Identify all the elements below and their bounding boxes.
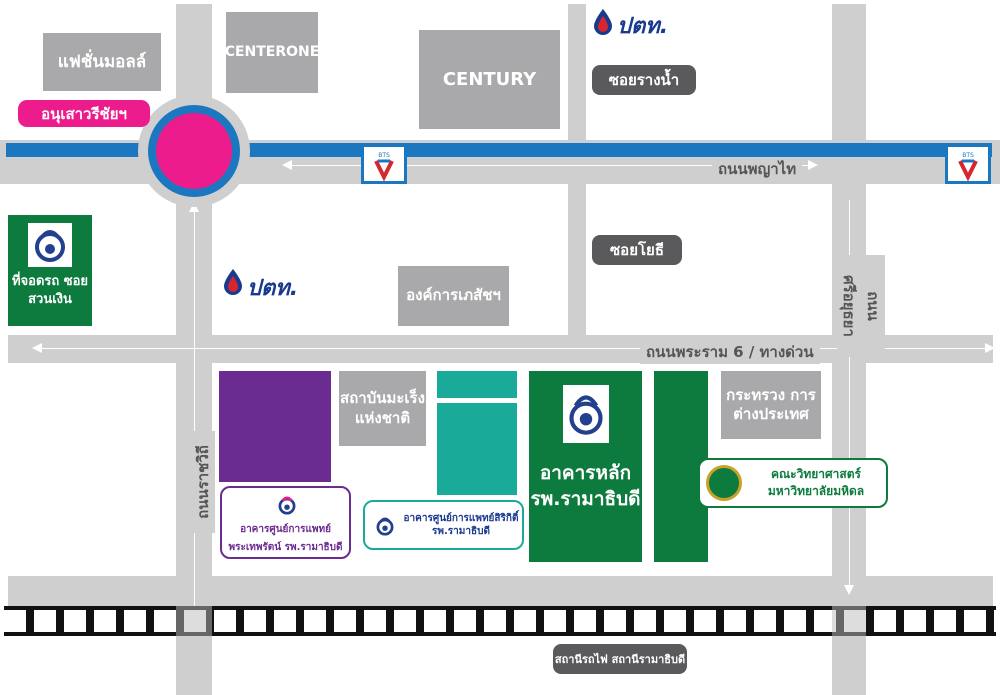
svg-text:BTS: BTS: [962, 152, 974, 159]
road-label-sri-ayutthaya: ถนนศรีอยุธยา: [837, 255, 885, 357]
road-label-rama6: ถนนพระราม 6 / ทางด่วน: [640, 340, 820, 364]
soi-rangnam-road: [568, 4, 586, 140]
svg-text:BTS: BTS: [378, 152, 390, 159]
rail-crossing-left: [176, 606, 212, 636]
century-block: CENTURY: [419, 30, 560, 129]
debaratana-center-callout: อาคารศูนย์การแพทย์ พระเทพรัตน์ รพ.รามาธิ…: [220, 486, 351, 559]
ptt-logo-text: ปตท.: [617, 14, 669, 39]
railway: [4, 606, 996, 636]
main-building-label: อาคารหลัก รพ.รามาธิบดี: [530, 462, 641, 510]
parking-label: ที่จอดรถ ซอยสวนเงิน: [11, 274, 89, 308]
main-building: อาคารหลัก รพ.รามาธิบดี: [529, 371, 642, 562]
train-station-label: สถานีรถไฟ สถานีรามาธิบดี: [553, 644, 687, 674]
victory-monument-circle: [156, 113, 232, 189]
parking-block: ที่จอดรถ ซอยสวนเงิน: [8, 215, 92, 326]
phayathai-arrow-left: [282, 160, 292, 170]
road-label-ratchawithi: ถนนราชวิถี: [191, 431, 215, 533]
rail-crossing-right: [832, 606, 866, 636]
hospital-logo-icon: [563, 385, 609, 443]
bts-line: [6, 143, 992, 157]
sri-ayutthaya-arrow-down: [844, 585, 854, 595]
bts-station-icon: BTS: [361, 144, 407, 184]
phayathai-arrow: [290, 165, 810, 166]
ratchawithi-arrow: [194, 210, 195, 610]
cancer-institute-block: สถาบันมะเร็ง แห่งชาติ: [339, 371, 426, 446]
gpo-block: องค์การเภสัชฯ: [398, 266, 509, 326]
ptt-logo-icon: [592, 8, 614, 36]
debaratana-center-label-2: พระเทพรัตน์ รพ.รามาธิบดี: [228, 542, 343, 553]
mofa-block: กระทรวง การต่างประเทศ: [721, 371, 821, 439]
sirikit-center-building: [437, 403, 517, 495]
road-rama6: [8, 335, 993, 363]
ptt-logo-icon: [222, 268, 244, 296]
rama6-arrow-right: [985, 343, 995, 353]
ratchawithi-arrow-up: [189, 202, 199, 212]
ptt-logo-text: ปตท.: [247, 276, 299, 301]
bts-station-icon: BTS: [945, 144, 991, 184]
debaratana-center-label-1: อาคารศูนย์การแพทย์: [240, 524, 331, 535]
victory-monument-label: อนุเสาวรีชัยฯ: [18, 100, 150, 127]
road-label-phayathai: ถนนพญาไท: [712, 157, 803, 181]
hospital-logo-icon: [28, 223, 72, 267]
sri-ayutthaya-arrow: [849, 200, 850, 590]
mahidol-seal-icon: [706, 465, 742, 501]
sirikit-center-building-top: [437, 371, 517, 398]
hospital-logo-icon: [275, 493, 299, 517]
centerone-block: CENTERONE: [225, 12, 319, 93]
mahidol-science-label: คณะวิทยาศาสตร์ มหาวิทยาลัยมหิดล: [767, 467, 865, 499]
sirikit-center-label: อาคารศูนย์การแพทย์สิริกิติ์ รพ.รามาธิบดี: [403, 513, 519, 537]
fashion-mall-block: แฟชั่นมอลล์: [43, 33, 161, 91]
rama6-arrow-left: [32, 343, 42, 353]
rama6-arrow: [40, 348, 990, 349]
phayathai-arrow-right: [808, 160, 818, 170]
debaratana-center-building: [219, 371, 331, 482]
hospital-logo-icon: [373, 514, 397, 538]
soi-yothi-label: ซอยโยธี: [592, 235, 682, 265]
soi-rangnam-label: ซอยรางน้ำ: [592, 65, 696, 95]
road-bottom: [8, 576, 993, 606]
soi-yothi-road: [568, 184, 586, 335]
sirikit-center-callout: อาคารศูนย์การแพทย์สิริกิติ์ รพ.รามาธิบดี: [363, 500, 524, 550]
mahidol-science-callout: คณะวิทยาศาสตร์ มหาวิทยาลัยมหิดล: [698, 458, 888, 508]
